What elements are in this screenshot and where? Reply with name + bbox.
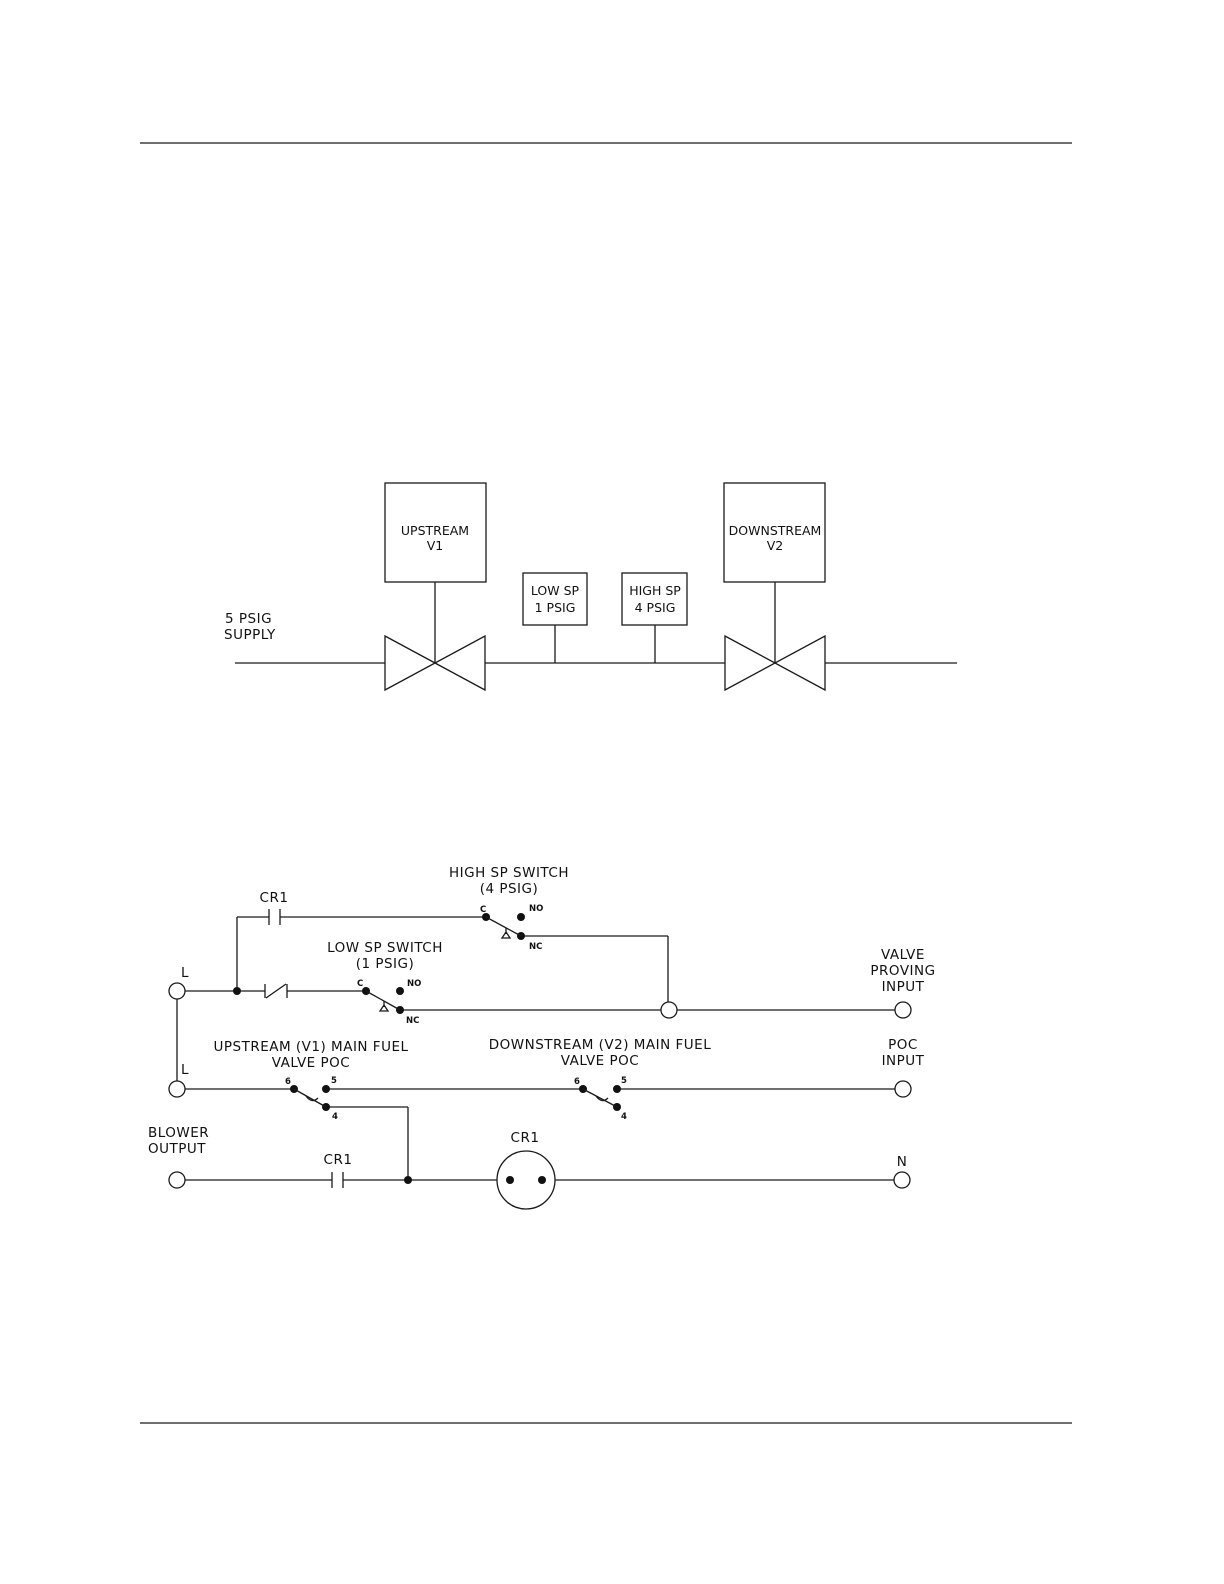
up-term-6: 6 [285, 1077, 291, 1087]
proving-junction-terminal [661, 1002, 677, 1018]
upstream-poc-switch: 6 5 4 [285, 1076, 338, 1122]
down-term-4: 4 [621, 1112, 627, 1122]
valve-proving-label-2: PROVING [870, 963, 935, 979]
upstream-label-2: V1 [427, 538, 444, 553]
low-sp-label-2: 1 PSIG [535, 600, 576, 615]
low-no-label: NO [407, 979, 421, 989]
downstream-poc-label-1: DOWNSTREAM (V2) MAIN FUEL [489, 1037, 711, 1053]
low-sp-box [523, 573, 587, 625]
upstream-poc-label-1: UPSTREAM (V1) MAIN FUEL [213, 1039, 408, 1055]
low-c-label: C [357, 979, 363, 989]
line-terminal-label-1: L [181, 965, 189, 981]
high-sp-switch-symbol: C NO NC [480, 904, 543, 952]
neutral-terminal [894, 1172, 910, 1188]
poc-input-label-2: INPUT [882, 1053, 925, 1069]
up-term-4: 4 [332, 1112, 338, 1122]
cr1-coil-label: CR1 [511, 1130, 540, 1146]
supply-label-1: 5 PSIG [225, 611, 272, 627]
upstream-poc-label-2: VALVE POC [272, 1055, 350, 1071]
poc-input-terminal [895, 1081, 911, 1097]
low-switch-title-1: LOW SP SWITCH [327, 940, 443, 956]
high-sp-label-1: HIGH SP [629, 583, 681, 598]
upstream-valve: UPSTREAM V1 [385, 483, 486, 690]
low-switch-title-2: (1 PSIG) [356, 956, 415, 972]
cr1-contact-label-bottom: CR1 [324, 1152, 353, 1168]
neutral-label: N [897, 1154, 908, 1170]
downstream-label-2: V2 [767, 538, 784, 553]
down-term-6: 6 [574, 1077, 580, 1087]
valve-proving-terminal [895, 1002, 911, 1018]
blower-output-terminal [169, 1172, 185, 1188]
high-c-label: C [480, 905, 486, 915]
downstream-poc-label-2: VALVE POC [561, 1053, 639, 1069]
blower-label-2: OUTPUT [148, 1141, 206, 1157]
line-terminal-label-2: L [181, 1062, 189, 1078]
downstream-poc-switch: 6 5 4 [574, 1076, 627, 1122]
line-terminal-1 [169, 983, 185, 999]
high-switch-title-2: (4 PSIG) [480, 881, 539, 897]
ladder-diagram: HIGH SP SWITCH (4 PSIG) CR1 LOW SP SWITC… [148, 865, 936, 1209]
junction-dot-blower [404, 1176, 412, 1184]
low-sp-switch-symbol: C NO NC [357, 979, 421, 1026]
high-sp-switch: HIGH SP 4 PSIG [622, 573, 687, 663]
cr1-no-contact-top [269, 909, 280, 925]
cr1-no-contact-bottom [332, 1172, 343, 1188]
cr1-nc-contact [265, 984, 287, 998]
high-sp-box [622, 573, 687, 625]
low-nc-label: NC [406, 1016, 419, 1026]
high-nc-label: NC [529, 942, 542, 952]
low-sp-switch: LOW SP 1 PSIG [523, 573, 587, 663]
up-term-5: 5 [331, 1076, 337, 1086]
low-sp-label-1: LOW SP [531, 583, 580, 598]
junction-dot-branch [233, 987, 241, 995]
downstream-label-1: DOWNSTREAM [729, 523, 822, 538]
blower-label-1: BLOWER [148, 1125, 209, 1141]
poc-input-label-1: POC [888, 1037, 918, 1053]
cr1-coil [497, 1151, 555, 1209]
supply-label-2: SUPPLY [224, 627, 276, 643]
high-sp-label-2: 4 PSIG [635, 600, 676, 615]
downstream-valve: DOWNSTREAM V2 [724, 483, 825, 690]
piping-diagram: 5 PSIG SUPPLY UPSTREAM V1 LOW SP 1 PSIG … [224, 483, 957, 690]
line-terminal-2 [169, 1081, 185, 1097]
high-switch-title-1: HIGH SP SWITCH [449, 865, 569, 881]
high-no-label: NO [529, 904, 543, 914]
valve-proving-label-1: VALVE [881, 947, 925, 963]
cr1-contact-label-top: CR1 [260, 890, 289, 906]
valve-proving-label-3: INPUT [882, 979, 925, 995]
upstream-label-1: UPSTREAM [401, 523, 469, 538]
down-term-5: 5 [621, 1076, 627, 1086]
